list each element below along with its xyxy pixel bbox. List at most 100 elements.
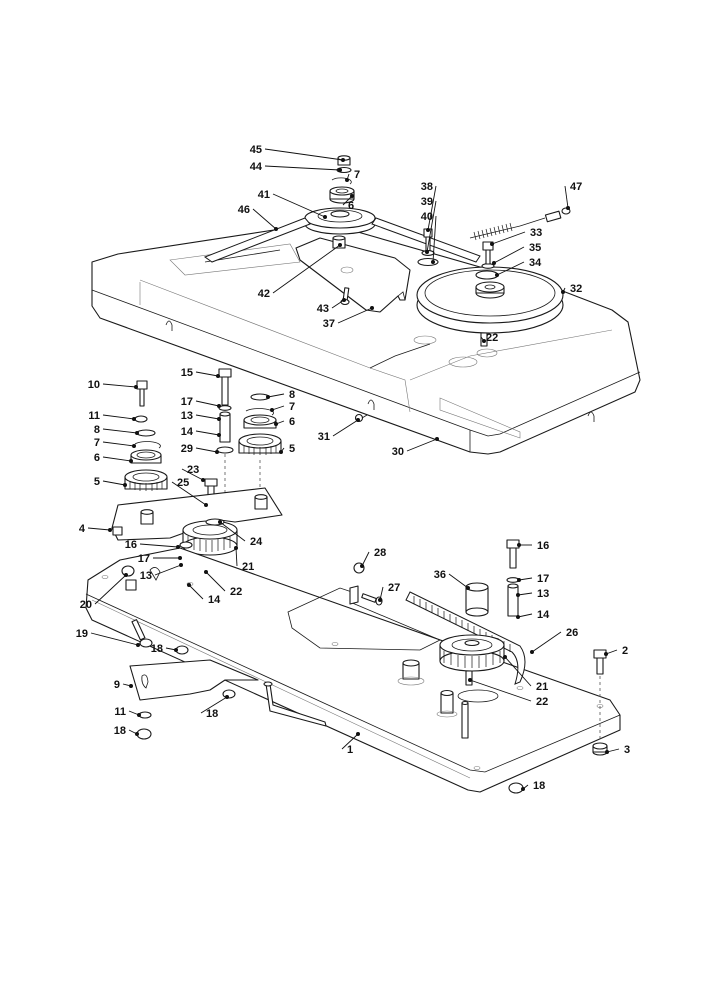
part-number-label: 16 bbox=[537, 540, 549, 552]
leader-dot bbox=[108, 528, 112, 532]
leader-dot bbox=[217, 433, 221, 437]
leader-dot bbox=[490, 242, 494, 246]
callout-30: 30 bbox=[392, 437, 439, 458]
callout-layer: 4544764146383940473335343222424337313010… bbox=[76, 144, 630, 792]
leader-dot bbox=[503, 655, 507, 659]
leader-dot bbox=[468, 678, 472, 682]
callout-20: 20 bbox=[80, 573, 128, 611]
leader-line bbox=[188, 584, 204, 600]
callout-33: 33 bbox=[490, 227, 542, 246]
callout-38: 38 bbox=[421, 181, 437, 232]
callout-45: 45 bbox=[250, 144, 345, 162]
part-number-label: 43 bbox=[317, 303, 329, 315]
callout-39: 39 bbox=[421, 196, 437, 254]
leader-dot bbox=[204, 503, 208, 507]
callout-17b: 17 bbox=[138, 553, 182, 565]
callout-32: 32 bbox=[561, 283, 582, 295]
leader-line bbox=[219, 521, 246, 542]
leader-dot bbox=[136, 643, 140, 647]
part-number-label: 7 bbox=[354, 169, 360, 181]
leader-dot bbox=[129, 684, 133, 688]
leader-dot bbox=[566, 206, 570, 210]
part-number-label: 11 bbox=[114, 706, 126, 718]
leader-dot bbox=[218, 520, 222, 524]
callout-5b: 5 bbox=[279, 443, 295, 455]
callout-40: 40 bbox=[421, 211, 437, 264]
part-number-label: 13 bbox=[181, 410, 193, 422]
callout-27: 27 bbox=[378, 582, 400, 602]
part-number-label: 18 bbox=[533, 780, 545, 792]
idler-hardware bbox=[329, 155, 355, 204]
callout-36: 36 bbox=[434, 569, 470, 590]
leader-line bbox=[518, 577, 533, 581]
callout-2: 2 bbox=[604, 645, 628, 657]
leader-line bbox=[102, 456, 132, 462]
leader-line bbox=[195, 430, 220, 436]
leader-line bbox=[469, 679, 532, 702]
callout-14b: 14 bbox=[187, 583, 221, 606]
part-number-label: 5 bbox=[94, 476, 100, 488]
part-number-label: 40 bbox=[421, 211, 433, 223]
leader-dot bbox=[215, 450, 219, 454]
leader-dot bbox=[350, 194, 354, 198]
part-number-label: 22 bbox=[230, 586, 242, 598]
leader-dot bbox=[530, 650, 534, 654]
part-number-label: 7 bbox=[94, 437, 100, 449]
callout-21a: 21 bbox=[234, 546, 254, 573]
leader-line bbox=[341, 733, 359, 750]
leader-line bbox=[235, 547, 238, 567]
part-number-label: 14 bbox=[537, 609, 550, 621]
part-number-label: 24 bbox=[250, 536, 263, 548]
leader-dot bbox=[174, 648, 178, 652]
leader-dot bbox=[516, 615, 520, 619]
part-number-label: 6 bbox=[348, 200, 354, 212]
leader-line bbox=[272, 193, 326, 218]
leader-line bbox=[200, 696, 228, 714]
part-number-label: 8 bbox=[289, 389, 295, 401]
corner-bolt bbox=[592, 649, 608, 756]
leader-dot bbox=[370, 306, 374, 310]
callout-17a: 17 bbox=[181, 396, 221, 408]
center-spacer-stack bbox=[216, 368, 234, 520]
callout-22b: 22 bbox=[204, 570, 242, 598]
leader-line bbox=[531, 631, 562, 653]
leader-dot bbox=[270, 408, 274, 412]
callout-14a: 14 bbox=[181, 426, 221, 438]
leader-line bbox=[342, 195, 353, 206]
leader-line bbox=[491, 231, 526, 245]
leader-dot bbox=[187, 583, 191, 587]
leader-dot bbox=[561, 290, 565, 294]
leader-dot bbox=[360, 564, 364, 568]
leader-dot bbox=[176, 545, 180, 549]
part-number-label: 26 bbox=[566, 627, 578, 639]
leader-dot bbox=[356, 732, 360, 736]
part-number-label: 33 bbox=[530, 227, 542, 239]
callout-7b: 7 bbox=[94, 437, 136, 449]
callout-22a: 22 bbox=[480, 332, 498, 344]
part-number-label: 6 bbox=[94, 452, 100, 464]
leader-dot bbox=[495, 273, 499, 277]
part-number-label: 17 bbox=[181, 396, 193, 408]
leader-dot bbox=[137, 713, 141, 717]
leader-line bbox=[271, 405, 285, 411]
leader-dot bbox=[466, 586, 470, 590]
leader-line bbox=[102, 480, 126, 486]
leader-dot bbox=[123, 483, 127, 487]
callout-43: 43 bbox=[317, 298, 346, 315]
leader-line bbox=[331, 299, 345, 309]
part-number-label: 36 bbox=[434, 569, 446, 581]
callout-14c: 14 bbox=[516, 609, 550, 621]
part-number-label: 21 bbox=[242, 561, 254, 573]
leader-line bbox=[361, 551, 370, 567]
leader-line bbox=[252, 208, 277, 230]
leader-line bbox=[272, 244, 341, 294]
leader-dot bbox=[516, 593, 520, 597]
leader-dot bbox=[342, 298, 346, 302]
leader-dot bbox=[274, 422, 278, 426]
leader-dot bbox=[132, 417, 136, 421]
part-number-label: 21 bbox=[536, 681, 548, 693]
callout-18d: 18 bbox=[521, 780, 545, 792]
part-number-label: 44 bbox=[250, 161, 263, 173]
leader-dot bbox=[517, 578, 521, 582]
leader-dot bbox=[345, 178, 349, 182]
